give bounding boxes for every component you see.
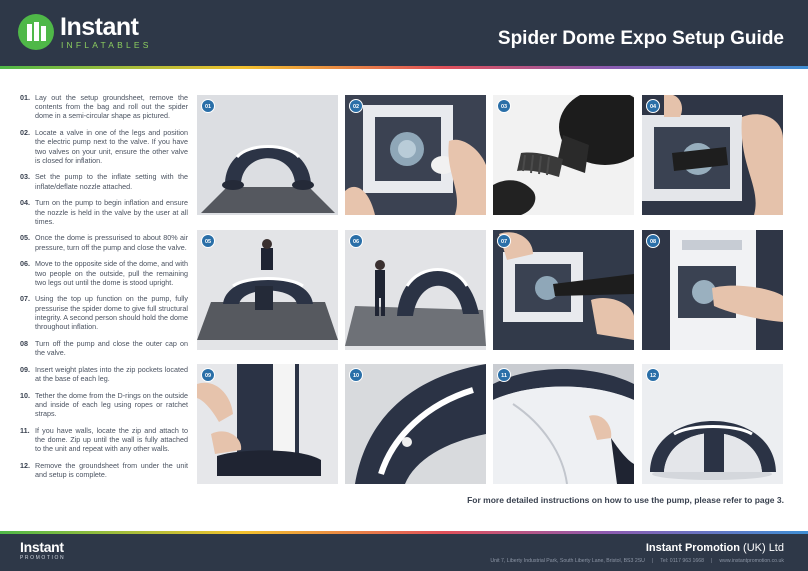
logo-wordmark: Instant	[60, 13, 139, 41]
step-photo-02: 02	[345, 95, 486, 215]
contact-details: Unit 7, Liberty Industrial Park, South L…	[490, 558, 784, 564]
step-badge: 11	[497, 368, 511, 382]
step-number: 06.	[20, 259, 30, 269]
step-item: 01. Lay out the setup groundsheet, remove…	[20, 93, 188, 121]
step-number: 07.	[20, 294, 30, 304]
step-item: 12. Remove the groundsheet from under the…	[20, 461, 188, 479]
footer-logo-wordmark: Instant	[20, 539, 64, 555]
company-name-suffix: (UK) Ltd	[743, 542, 784, 554]
step-item: 10. Tether the dome from the D-rings on t…	[20, 391, 188, 419]
step-number: 11.	[20, 425, 30, 435]
step-number: 10.	[20, 390, 30, 400]
separator: |	[711, 558, 713, 564]
step-photo-08: 08	[642, 230, 783, 350]
step-item: 03. Set the pump to the inflate setting w…	[20, 172, 188, 190]
step-photo-10: 10	[345, 364, 486, 484]
step-item: 04. Turn on the pump to begin inflation a…	[20, 198, 188, 226]
step-text: Tether the dome from the D-rings on the …	[35, 390, 188, 418]
step-photo-05: 05	[197, 230, 338, 350]
step-badge: 09	[201, 368, 215, 382]
step-text: Remove the groundsheet from under the un…	[35, 460, 188, 479]
page-title: Spider Dome Expo Setup Guide	[497, 28, 784, 49]
logo-mark-icon	[18, 14, 54, 50]
company-telephone: Tel: 0117 963 1668	[660, 558, 705, 564]
step-text: Lay out the setup groundsheet, remove th…	[35, 93, 188, 121]
company-name-main: Instant Promotion	[645, 542, 740, 554]
footer-logo-subtitle: PROMOTION	[20, 555, 66, 561]
step-item: 09. Insert weight plates into the zip poc…	[20, 365, 188, 383]
step-badge: 04	[646, 99, 660, 113]
step-list: 01. Lay out the setup groundsheet, remove…	[20, 93, 188, 487]
footer-color-stripe	[0, 531, 808, 534]
company-name: Instant Promotion (UK) Ltd	[646, 542, 784, 554]
step-badge: 06	[349, 234, 363, 248]
step-text: Move to the opposite side of the dome, a…	[35, 259, 188, 287]
step-text: If you have walls, locate the zip and at…	[35, 425, 188, 454]
step-photo-07: 07	[493, 230, 634, 350]
step-badge: 01	[201, 99, 215, 113]
step-photo-11: 11	[493, 364, 634, 484]
pump-instructions-note: For more detailed instructions on how to…	[467, 495, 784, 505]
step-number: 09.	[20, 364, 30, 374]
step-photo-01: 01	[197, 95, 338, 215]
step-badge: 02	[349, 99, 363, 113]
step-text: Turn on the pump to begin inflation and …	[35, 198, 188, 226]
step-text: Insert weight plates into the zip pocket…	[35, 364, 188, 383]
step-number: 03.	[20, 172, 30, 182]
step-badge: 10	[349, 368, 363, 382]
logo-subtitle: INFLATABLES	[61, 40, 152, 50]
step-badge: 03	[497, 99, 511, 113]
step-photo-04: 04	[642, 95, 783, 215]
step-number: 08	[20, 338, 28, 348]
step-item: 05. Once the dome is pressurised to about…	[20, 233, 188, 251]
step-number: 12.	[20, 460, 30, 470]
step-item: 06. Move to the opposite side of the dome…	[20, 259, 188, 287]
step-number: 05.	[20, 233, 30, 243]
footer-bar: Instant PROMOTION Instant Promotion (UK)…	[0, 534, 808, 571]
step-item: 02. Locate a valve in one of the legs and…	[20, 128, 188, 165]
step-text: Locate a valve in one of the legs and po…	[35, 128, 188, 165]
step-text: Using the top up function on the pump, f…	[35, 294, 188, 332]
step-text: Once the dome is pressurised to about 80…	[35, 233, 188, 252]
step-text: Set the pump to the inflate setting with…	[35, 172, 188, 191]
step-photo-03: 03	[493, 95, 634, 215]
step-badge: 05	[201, 234, 215, 248]
step-number: 04.	[20, 198, 30, 208]
step-number: 01.	[20, 93, 30, 102]
step-photo-12: 12	[642, 364, 783, 484]
company-website-link[interactable]: www.instantpromotion.co.uk	[719, 558, 784, 564]
step-badge: 08	[646, 234, 660, 248]
step-photo-09: 09	[197, 364, 338, 484]
step-badge: 12	[646, 368, 660, 382]
step-photo-06: 06	[345, 230, 486, 350]
header-color-stripe	[0, 66, 808, 69]
instant-inflatables-logo: Instant INFLATABLES	[18, 14, 158, 54]
step-item: 07. Using the top up function on the pump…	[20, 294, 188, 331]
header-bar: Instant INFLATABLES Spider Dome Expo Set…	[0, 0, 808, 66]
step-number: 02.	[20, 128, 30, 138]
step-text: Turn off the pump and close the outer ca…	[35, 338, 188, 357]
company-address: Unit 7, Liberty Industrial Park, South L…	[490, 558, 645, 564]
step-item: 08 Turn off the pump and close the outer …	[20, 339, 188, 357]
instant-promotion-logo: Instant PROMOTION	[20, 539, 66, 562]
step-item: 11. If you have walls, locate the zip and…	[20, 426, 188, 454]
step-badge: 07	[497, 234, 511, 248]
separator: |	[651, 558, 654, 564]
